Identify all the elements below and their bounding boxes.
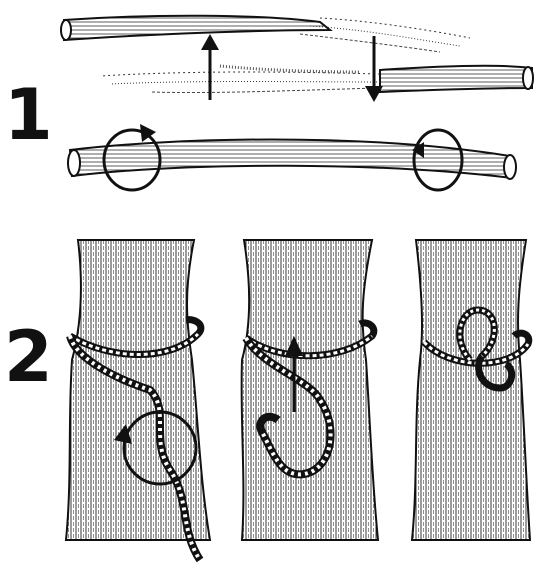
bundle-second-wrap <box>242 240 378 540</box>
arrow-up-icon <box>201 34 219 100</box>
step-number-label: 2 <box>4 322 53 392</box>
step-1-illustration <box>61 16 533 190</box>
bundle-finished-knot <box>412 240 530 540</box>
step-number-label: 1 <box>4 80 53 150</box>
lower-strand <box>100 66 533 93</box>
step-2-illustration <box>66 240 530 560</box>
joined-rope <box>68 140 516 180</box>
bundle-first-wrap <box>66 240 210 560</box>
upper-strand <box>61 16 470 52</box>
